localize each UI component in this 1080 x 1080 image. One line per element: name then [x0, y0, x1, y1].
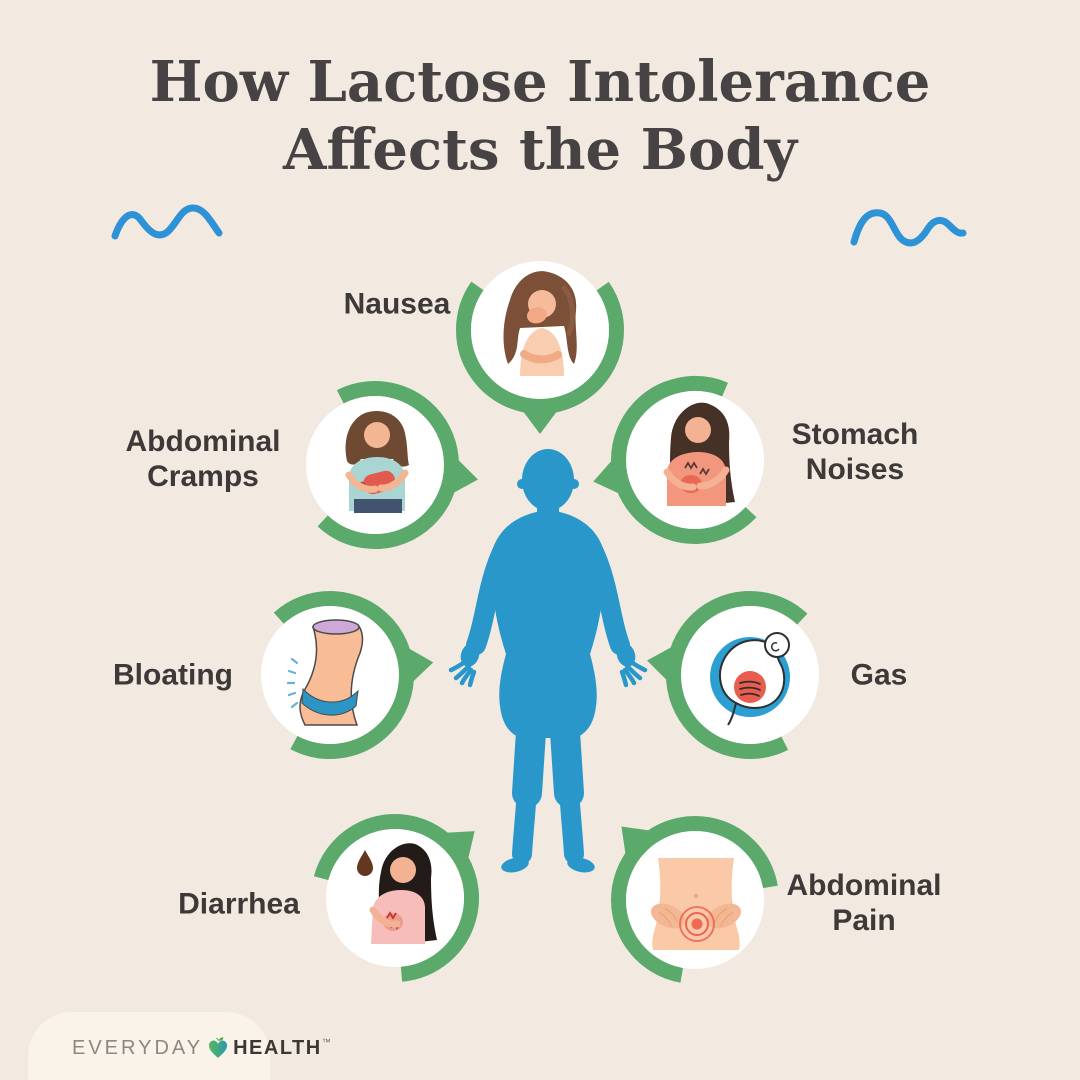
- page-title: How Lactose Intolerance Affects the Body: [0, 48, 1080, 185]
- stomach-noises-illustration-icon: [663, 402, 735, 506]
- symptom-label-stomach-noises: Stomach Noises: [791, 418, 919, 486]
- diarrhea-illustration-icon: [357, 843, 437, 944]
- symptom-bubble-bloating: [246, 591, 434, 759]
- abdominal-pain-illustration-icon: [650, 858, 742, 950]
- symptom-bubble-stomach-noises: [593, 376, 779, 544]
- trademark-symbol: ™: [321, 1037, 331, 1047]
- green-pointer-ring: [246, 591, 434, 759]
- page-title-line2: Affects the Body: [282, 117, 798, 184]
- brand-panel: EVERYDAY HEALTH ™: [28, 1012, 331, 1080]
- everyday-health-logo: EVERYDAY HEALTH ™: [72, 1036, 331, 1060]
- logo-everyday-text: EVERYDAY: [72, 1036, 204, 1059]
- symptom-bubble-gas: [647, 591, 834, 759]
- abdominal-cramps-illustration-icon: [345, 411, 409, 513]
- symptom-bubble-nausea: [456, 246, 624, 434]
- bloating-illustration-icon: [286, 619, 364, 726]
- symptom-label-gas: Gas: [850, 658, 908, 692]
- symptom-bubble-abdominal-cramps: [291, 381, 478, 549]
- green-pointer-ring: [456, 246, 624, 434]
- symptom-label-diarrhea: Diarrhea: [178, 887, 300, 921]
- symptom-label-abdominal-cramps: Abdominal Cramps: [125, 425, 281, 493]
- logo-health-text: HEALTH: [233, 1036, 322, 1059]
- symptom-label-bloating: Bloating: [113, 658, 233, 692]
- gas-illustration-icon: [710, 632, 790, 726]
- squiggle-left-icon: [111, 204, 223, 240]
- symptom-bubble-abdominal-pain: [611, 816, 779, 984]
- symptom-bubble-diarrhea: [311, 814, 479, 982]
- squiggle-right-icon: [850, 209, 967, 247]
- heart-apple-icon: [209, 1037, 228, 1058]
- human-body-silhouette: [448, 449, 648, 873]
- nausea-illustration-icon: [503, 271, 577, 376]
- symptom-label-nausea: Nausea: [343, 287, 451, 321]
- page-title-line1: How Lactose Intolerance: [149, 49, 931, 115]
- symptom-label-abdominal-pain: Abdominal Pain: [786, 869, 942, 937]
